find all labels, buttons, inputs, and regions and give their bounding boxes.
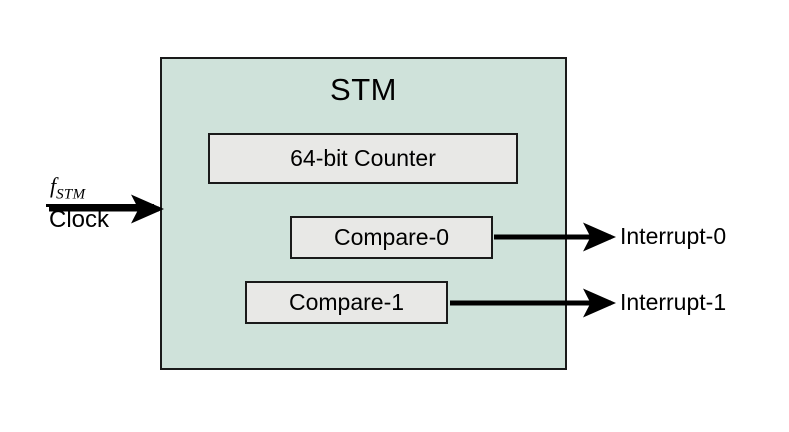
clock-frequency-symbol: fSTM <box>46 174 158 203</box>
stm-block-title: STM <box>330 72 397 107</box>
clock-signal-name: Clock <box>49 206 110 234</box>
compare-0-label: Compare-0 <box>333 224 450 250</box>
compare-1-block: Compare-1 <box>245 281 448 324</box>
counter-block: 64-bit Counter <box>208 133 518 184</box>
compare-1-label: Compare-1 <box>288 289 405 315</box>
counter-block-label: 64-bit Counter <box>290 145 436 171</box>
clock-input-label: fSTM Clock <box>46 174 158 234</box>
clock-frequency-letter: f <box>50 173 57 198</box>
interrupt-0-label: Interrupt-0 <box>620 223 727 249</box>
compare-0-block: Compare-0 <box>290 216 493 259</box>
interrupt-1-label: Interrupt-1 <box>620 289 727 315</box>
clock-label-divider <box>46 204 154 208</box>
clock-frequency-subscript: STM <box>56 186 86 203</box>
